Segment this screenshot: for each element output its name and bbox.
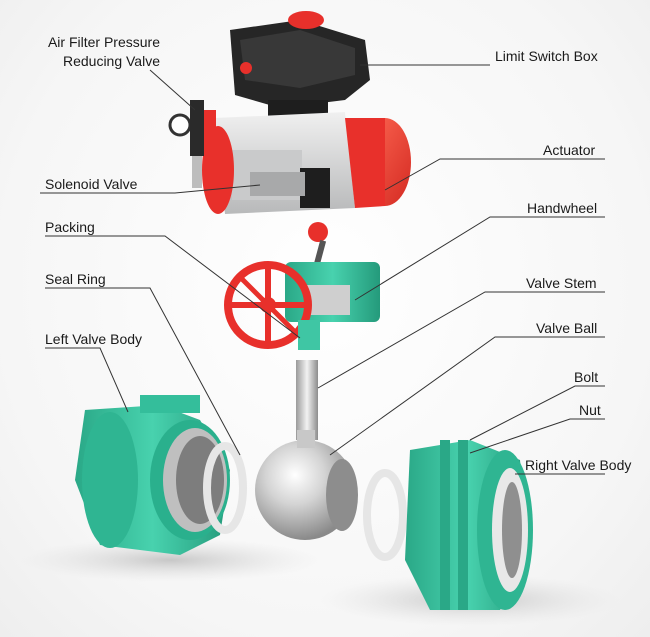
label-air-filter: Air Filter Pressure Reducing Valve: [30, 33, 160, 71]
right-seal-ring: [363, 469, 407, 561]
leader-seal-ring: [45, 287, 241, 456]
valve-ball-part: [255, 430, 358, 540]
label-seal-ring: Seal Ring: [45, 271, 106, 287]
limit-switch-box-part: [230, 11, 370, 116]
label-actuator: Actuator: [543, 142, 596, 158]
floor-shadow-left: [20, 538, 320, 582]
valve-stem-part: [296, 360, 318, 440]
lever-knob: [308, 222, 328, 242]
label-nut: Nut: [579, 402, 601, 418]
leader-air-filter: [149, 69, 196, 111]
leader-bolt: [469, 385, 605, 441]
leader-solenoid: [40, 184, 261, 194]
label-right-valve-body: Right Valve Body: [525, 457, 632, 473]
actuator-part: [202, 112, 411, 214]
leader-left-body: [45, 347, 129, 413]
label-valve-ball: Valve Ball: [536, 320, 598, 336]
label-limit-switch-box: Limit Switch Box: [495, 48, 598, 64]
label-bolt: Bolt: [574, 369, 599, 385]
label-air-filter-line2: Reducing Valve: [62, 53, 160, 69]
label-solenoid-valve: Solenoid Valve: [45, 176, 138, 192]
leader-valve-stem: [317, 291, 605, 389]
right-valve-body-part: [405, 440, 533, 610]
leader-nut: [469, 418, 605, 454]
handwheel-part: [224, 261, 380, 350]
leader-lines: [40, 64, 605, 475]
leader-packing: [45, 235, 301, 339]
left-valve-body-part: [75, 395, 247, 555]
leader-handwheel: [354, 216, 605, 301]
label-packing: Packing: [45, 219, 95, 235]
leader-valve-ball: [329, 336, 605, 456]
label-valve-stem: Valve Stem: [526, 275, 597, 291]
label-handwheel: Handwheel: [527, 200, 598, 216]
leader-actuator: [384, 158, 605, 191]
label-left-valve-body: Left Valve Body: [45, 331, 143, 347]
air-filter-part: [168, 100, 216, 188]
label-air-filter-line1: Air Filter Pressure: [47, 34, 160, 50]
